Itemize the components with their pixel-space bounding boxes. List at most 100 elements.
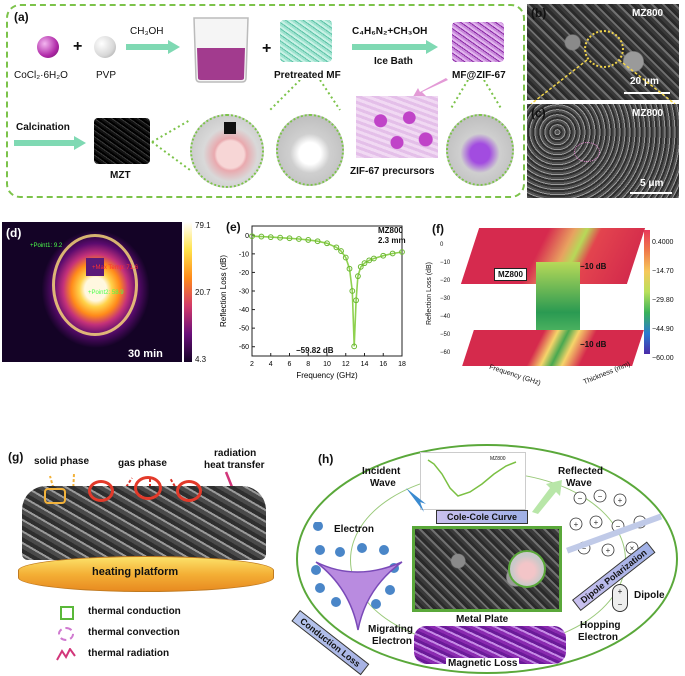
rl-data-point [342,254,349,261]
legend-convection: thermal convection [88,627,180,638]
pretreated-mf-foam [280,20,332,62]
white-foam-inset [276,114,344,186]
migrating-label-1: Migrating [368,624,413,635]
thermal-ring [52,234,138,336]
colorbar-max: 79.1 [195,221,211,230]
f-zticks: 0 −10 −20 −30 −40 −50 −60 [440,236,450,362]
colecole-inset [420,452,526,510]
f-colorbar-tick: 0.4000 [652,239,674,246]
y-tick-label: -60 [239,344,249,351]
hopping-label-1: Hopping [580,620,621,631]
y-tick-label: -10 [239,251,249,258]
f-ztick: −40 [440,314,451,320]
x-tick-label: 16 [379,361,387,368]
reagent-pvp-label: PVP [96,70,117,81]
panel-b-label: (b) [531,6,547,20]
y-tick-label: 0 [245,233,249,240]
f-colorbar-tick: −14.70 [652,268,674,275]
svg-text:+: + [594,518,599,527]
step2-top-label: C₄H₆N₂+CH₃OH [352,26,428,37]
reflected-label-1: Reflected [558,466,604,477]
panel-c-scale: 5 μm [640,178,664,189]
arrow-right-icon-2 [352,40,438,54]
conduction-diagram [311,522,403,631]
f-ztick: 0 [440,242,444,248]
f-zlabel: Reflection Loss (dB) [426,261,434,326]
rl-data-point [353,297,359,304]
x-axis-label: Frequency (GHz) [296,371,358,380]
panel-c-highlight [574,142,600,162]
f-ztick: −30 [440,296,451,302]
plus-sign-2: + [262,40,272,57]
panel-c-scalebar [630,192,672,194]
migrating-label-2: Electron [372,636,413,647]
f-colorbar [644,230,650,354]
rl-data-point [286,235,293,242]
incident-wave-icon [406,488,426,512]
mf-zif67-foam [452,22,504,62]
f-colorbar-ticks: 0.4000 −14.70 −29.80 −44.90 −60.00 [652,228,674,373]
y-tick-label: -40 [239,307,249,314]
x-tick-label: 4 [269,361,273,368]
x-tick-label: 6 [288,361,292,368]
rl-data-point [258,233,265,240]
pvp-sphere-icon [94,36,116,58]
panel-e-label: (e) [226,220,241,234]
rl-data-point [361,260,368,267]
f-sample-box: MZ800 [494,268,527,281]
svg-text:−: − [582,544,587,553]
rl-data-point [399,249,405,255]
precursors-label: ZIF-67 precursors [350,166,435,177]
heat-transfer-label: heat transfer [204,460,265,471]
x-tick-label: 2 [250,361,254,368]
thermal-convection-icon [58,627,74,641]
rl-data-point [305,237,312,243]
dipole-glyph: +− [612,584,628,612]
dotted-connectors [151,80,503,171]
panel-a-label: (a) [14,10,29,24]
panel-h-outer-circle [296,444,678,674]
magnetic-loss-label: Magnetic Loss [446,658,520,669]
panel-b-scale: 20 μm [630,76,659,87]
rl-data-point [349,288,356,294]
thermal-colorbar [184,222,192,362]
panel-b-sample: MZ800 [632,8,664,19]
svg-text:−: − [616,522,621,531]
panel-c-sem-image [527,104,679,198]
step2-bottom-label: Ice Bath [374,56,413,67]
platform-label: heating platform [92,566,179,578]
f-ztick: −50 [440,332,451,338]
incident-label-2: Wave [370,478,396,489]
cocl2-sphere-icon [37,36,59,58]
panel-g-label: (g) [8,450,24,464]
rl-data-point [351,343,358,350]
thermal-max: +Max Temp: 71.6 [92,265,139,271]
reflected-label-2: Wave [566,478,592,489]
panel-d-label: (d) [6,226,22,240]
incident-label-1: Incident [362,466,401,477]
panel-h-center-sem [412,526,562,612]
svg-text:+: + [606,546,611,555]
colecole-legend: MZ800 [490,456,506,462]
legend-radiation: thermal radiation [88,648,170,659]
pretreated-mf-label: Pretreated MF [274,70,341,81]
rl-data-point [355,273,361,280]
rl-data-point [389,250,396,257]
panel-c-sample: MZ800 [632,108,664,119]
panel-b-scalebar [624,92,670,94]
x-tick-label: 18 [398,361,406,368]
f-ztick: −10 [440,260,451,266]
f-colorbar-tick: −29.80 [652,297,674,304]
electron-label: Electron [334,524,375,535]
rl-data-point [277,234,284,241]
svg-text:−: − [578,494,583,503]
f-minus10-top: −10 dB [580,262,607,271]
mzt-foam [94,118,150,164]
y-tick-label: -30 [239,289,249,296]
reagent-cocl2-label: CoCl₂·6H₂O [14,70,68,81]
panel-f-label: (f) [432,222,444,236]
rl-data-point [267,234,274,241]
metal-plate-label: Metal Plate [456,614,509,625]
rl-thickness: 2.3 mm [378,236,406,245]
panel-c-label: (c) [531,106,546,120]
